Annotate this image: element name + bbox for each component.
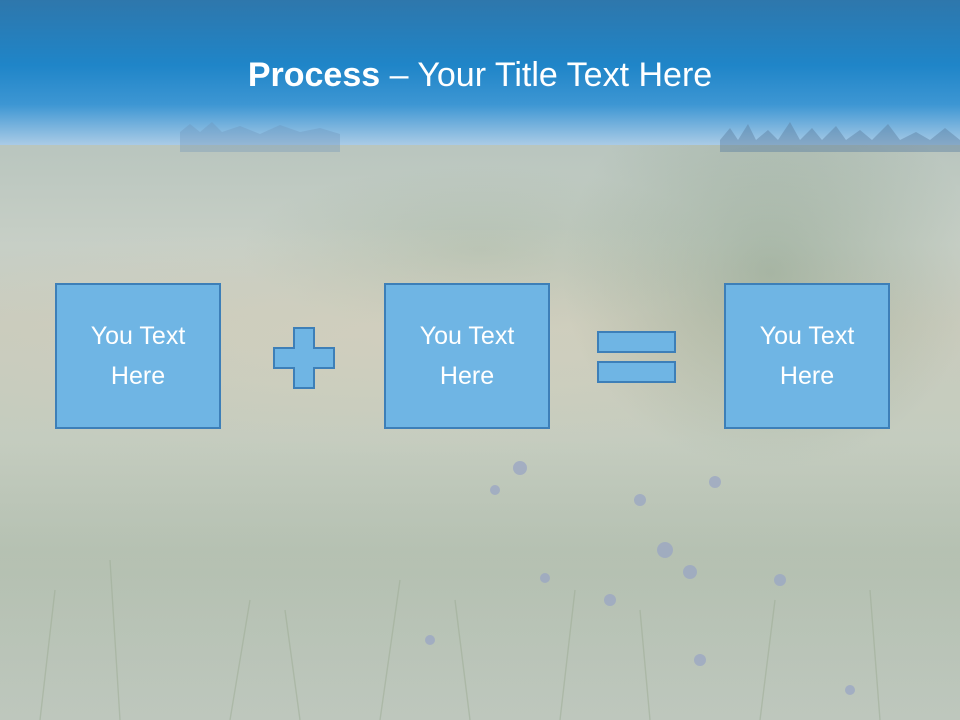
text-box-1-label: You Text Here — [90, 322, 186, 390]
title-banner: Process – Your Title Text Here — [0, 0, 960, 152]
text-box-3-label: You Text Here — [759, 322, 855, 390]
page-title: Process – Your Title Text Here — [0, 54, 960, 96]
title-bold: Process — [247, 56, 381, 94]
text-box-2: You Text Here — [384, 283, 550, 429]
title-rest: – Your Title Text Here — [380, 56, 713, 94]
plus-icon — [273, 327, 335, 389]
banner-treeline — [180, 122, 960, 152]
text-box-3: You Text Here — [724, 283, 890, 429]
background-meadow — [0, 440, 960, 720]
text-box-1: You Text Here — [55, 283, 221, 429]
equals-icon — [597, 331, 676, 383]
text-box-2-label: You Text Here — [419, 322, 515, 390]
